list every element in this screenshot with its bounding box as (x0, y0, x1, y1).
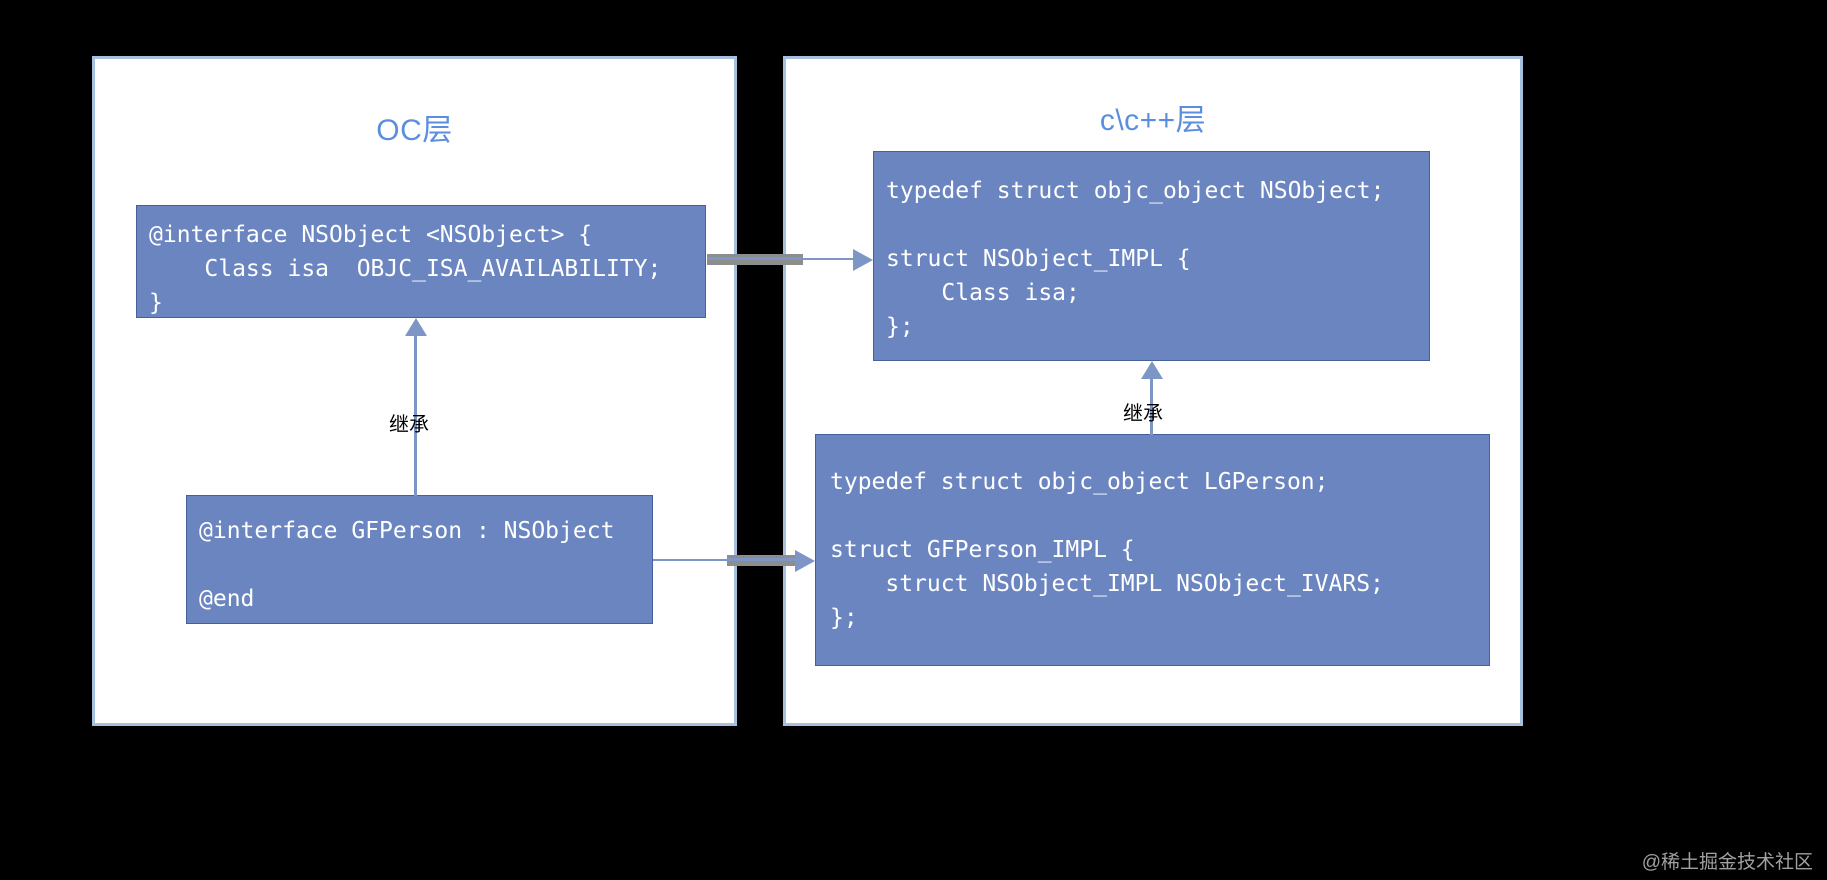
arrow-shaft-vertical (1150, 377, 1153, 435)
arrow-line-extension (803, 258, 855, 260)
code-box-oc-nsobject: @interface NSObject <NSObject> { Class i… (136, 205, 706, 318)
panel-title-oc: OC层 (376, 114, 453, 147)
arrow-head-up-icon (405, 318, 427, 336)
code-box-c-nsobject-impl: typedef struct objc_object NSObject; str… (873, 151, 1430, 361)
arrow-shaft-vertical (414, 334, 417, 496)
arrow-shaft-blue (727, 558, 799, 561)
code-box-oc-gfperson: @interface GFPerson : NSObject @end (186, 495, 653, 624)
arrow-head-right-icon (853, 249, 873, 271)
code-box-c-gfperson-impl: typedef struct objc_object LGPerson; str… (815, 434, 1490, 666)
arrow-head-up-icon (1141, 361, 1163, 379)
arrow-shaft-blue (707, 257, 803, 260)
arrow-head-right-icon (795, 550, 815, 572)
arrow-line-extension (653, 559, 727, 561)
panel-title-c-cpp: c\c++层 (1099, 104, 1207, 137)
label-inheritance-oc: 继承 (389, 414, 429, 436)
watermark-text: @稀土掘金技术社区 (1641, 852, 1813, 873)
label-inheritance-c: 继承 (1123, 403, 1163, 425)
